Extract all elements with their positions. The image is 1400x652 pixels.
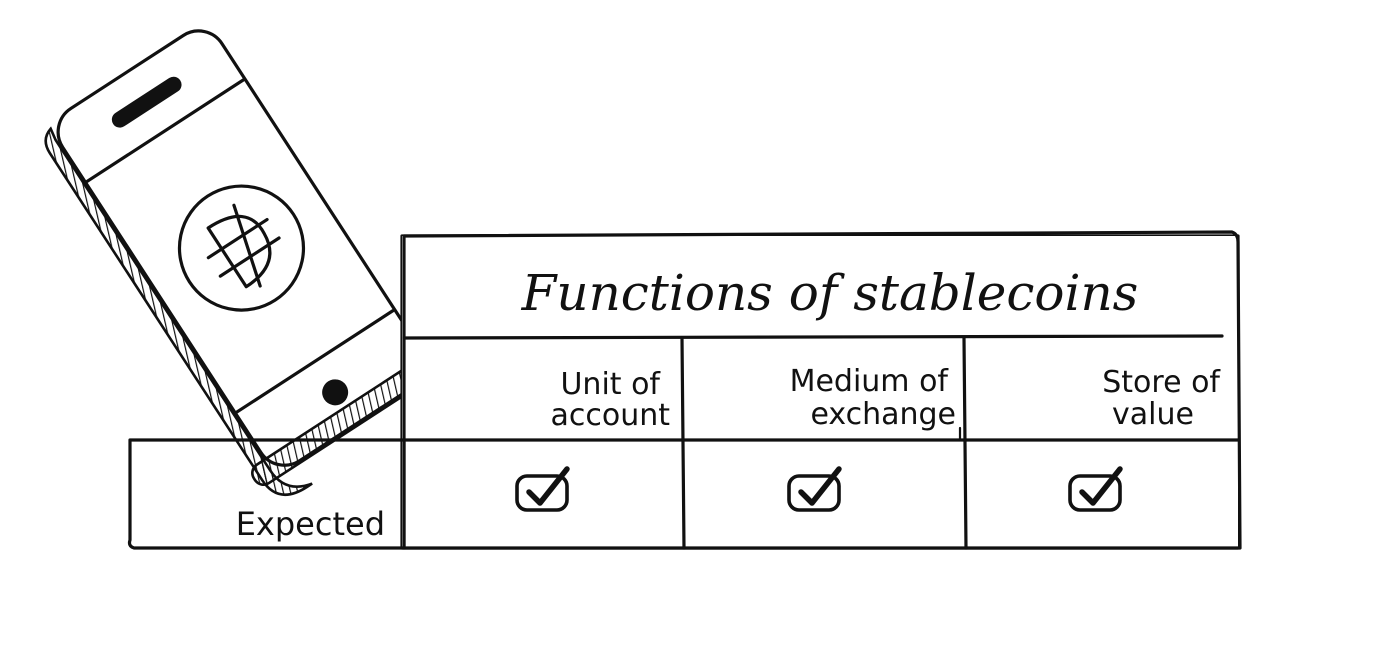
diagram-title: Functions of stablecoins xyxy=(521,264,1139,322)
column-header-line1: Unit of xyxy=(560,367,661,402)
row-label-expected: Expected xyxy=(236,505,385,543)
column-header-line1: Medium of xyxy=(790,364,950,399)
checkbox-checked-icon xyxy=(787,466,842,512)
smartphone-icon xyxy=(44,29,435,496)
column-header-line2: exchange xyxy=(810,397,956,432)
column-header-line2: value xyxy=(1112,397,1194,432)
check-marks xyxy=(515,466,1123,512)
checkbox-checked-icon xyxy=(515,466,570,512)
stablecoin-symbol-icon xyxy=(177,184,306,312)
column-header-line2: account xyxy=(550,398,670,433)
checkbox-checked-icon xyxy=(1068,466,1123,512)
column-header-line1: Store of xyxy=(1102,365,1221,400)
